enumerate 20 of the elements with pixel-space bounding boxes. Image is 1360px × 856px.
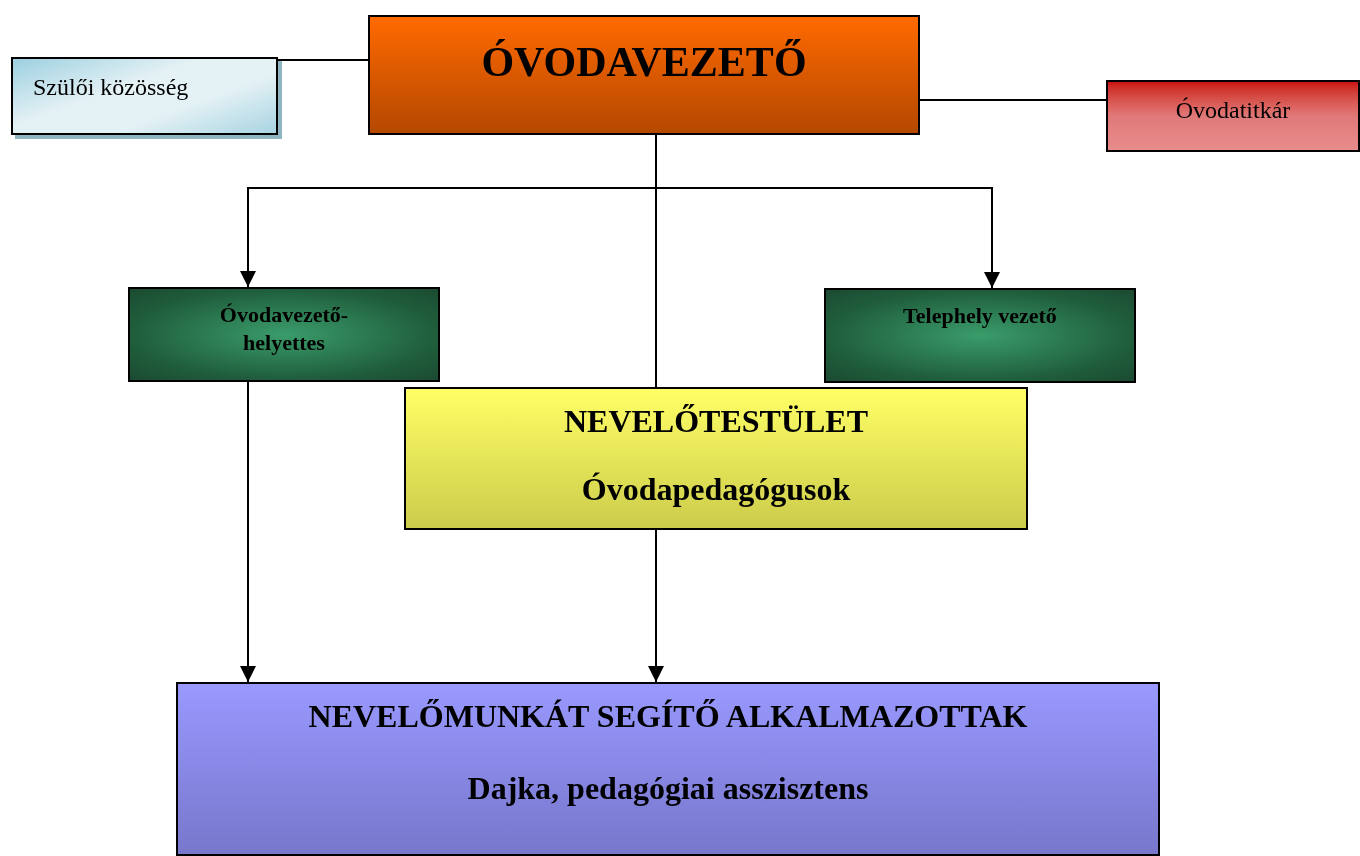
deputy-box	[824, 288, 1136, 383]
box-subtitle: Óvodapedagógusok	[581, 473, 851, 505]
connector-line	[655, 134, 657, 388]
box-title: NEVELŐTESTÜLET	[563, 405, 869, 437]
box-title: Óvodatitkár	[1175, 98, 1291, 122]
box-subtitle: Dajka, pedagógiai asszisztens	[467, 772, 869, 804]
arrow	[648, 529, 664, 683]
connector-line	[919, 99, 1107, 101]
box-title: Óvodavezető-helyettes	[218, 301, 350, 356]
head-box	[368, 15, 920, 135]
connector-line	[277, 59, 369, 61]
arrow	[240, 381, 256, 683]
staff-box	[404, 387, 1028, 530]
side-box	[1106, 80, 1360, 152]
box-title: ÓVODAVEZETŐ	[481, 41, 807, 83]
box-title: NEVELŐMUNKÁT SEGÍTŐ ALKALMAZOTTAK	[308, 700, 1028, 732]
deputy-box	[128, 287, 440, 382]
box-title: Telephely vezető	[903, 302, 1057, 330]
staff-box	[176, 682, 1160, 856]
box-title: Szülői közösség	[32, 75, 189, 99]
